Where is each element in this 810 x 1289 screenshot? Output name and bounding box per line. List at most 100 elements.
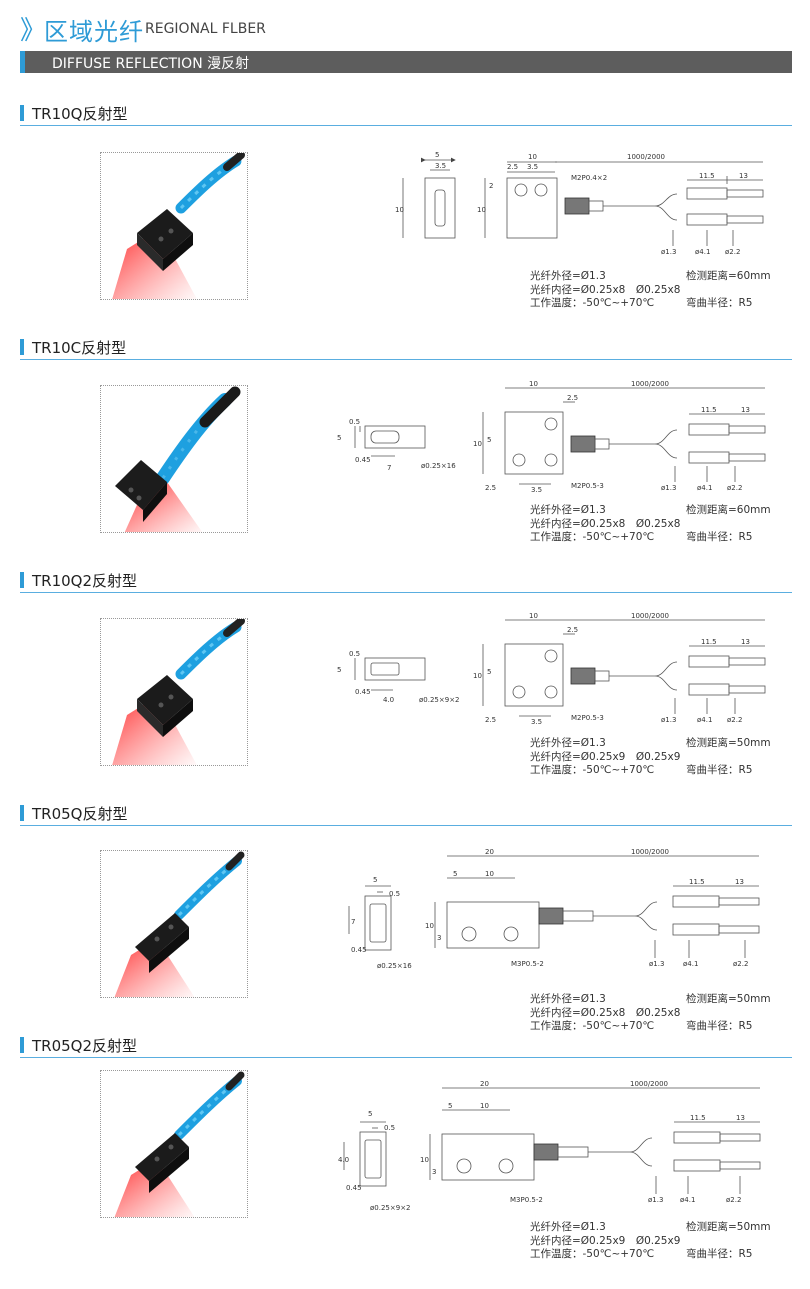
product-photo-tr10q2: [100, 618, 248, 766]
fiber-core-spec: ø0.25×16: [421, 462, 456, 470]
dimension-drawing-tr05q: 5 0.5 7 0.45 ø0.25×16 20 5 10 10 3 M3P0.…: [348, 848, 760, 970]
section-mark: [20, 339, 24, 355]
section-mark: [20, 105, 24, 121]
category-accent: [20, 51, 25, 73]
thread-spec: M2P0.5-3: [571, 482, 604, 490]
dim-body-m: 5: [487, 668, 491, 676]
spec-bend: 弯曲半径：R5: [686, 1020, 753, 1032]
dim-body-b: 10: [480, 1102, 489, 1110]
dim-front-len: 4.0: [383, 696, 394, 704]
dim-front-a: 0.45: [355, 456, 371, 464]
dim-body-h: 10: [473, 440, 482, 448]
fiber-core-spec: ø0.25×9×2: [370, 1204, 411, 1212]
spec-od: 光纤外径=Ø1.3: [530, 504, 606, 516]
dim-13: 13: [735, 878, 744, 886]
dimension-drawing-tr05q2: 5 0.5 4.0 0.45 ø0.25×9×2 20 5 10 10 3 M3…: [338, 1080, 761, 1212]
spec-id: 光纤内径=Ø0.25x8 Ø0.25x8: [530, 1006, 681, 1019]
dim-front-t: 0.5: [349, 418, 360, 426]
product-photo-tr05q: [100, 850, 248, 998]
dim-body-h: 10: [425, 922, 434, 930]
dim-front-h: 10: [395, 206, 404, 214]
dim-front-a: 7: [351, 918, 355, 926]
thread-spec: M2P0.5-3: [571, 714, 604, 722]
section-title-text: TR10Q反射型: [32, 105, 128, 123]
dim-13: 13: [739, 172, 748, 180]
dim-body-b: 3.5: [527, 163, 538, 171]
section-title-tr05q: TR05Q反射型: [20, 803, 792, 826]
dim-115: 11.5: [701, 638, 717, 646]
spec-bend: 弯曲半径：R5: [686, 1248, 753, 1260]
dia-13: ø1.3: [648, 1196, 663, 1204]
dim-front-t: 0.5: [349, 650, 360, 658]
spec-id: 光纤内径=Ø0.25x9 Ø0.25x9: [530, 1234, 681, 1247]
spec-bend: 弯曲半径：R5: [686, 297, 753, 309]
category-label: DIFFUSE REFLECTION 漫反射: [52, 56, 250, 72]
section-title-text: TR05Q2反射型: [32, 1037, 138, 1055]
section-mark: [20, 805, 24, 821]
dim-body-c: 3: [432, 1168, 436, 1176]
dim-front-b: 0.45: [351, 946, 367, 954]
dim-body-c: 3.5: [531, 718, 542, 726]
section-title-tr10c: TR10C反射型: [20, 337, 792, 360]
dim-body-b: 2.5: [485, 484, 496, 492]
spec-id: 光纤内径=Ø0.25x9 Ø0.25x9: [530, 750, 681, 763]
dim-body-c: 3.5: [531, 486, 542, 494]
section-title-text: TR05Q反射型: [32, 805, 128, 823]
fiber-length: 1000/2000: [630, 1080, 668, 1088]
product-photo-tr05q2: [100, 1070, 248, 1218]
spec-bend: 弯曲半径：R5: [686, 764, 753, 776]
thread-spec: M2P0.4×2: [571, 174, 607, 182]
dia-13: ø1.3: [661, 484, 676, 492]
spec-dist: 检测距离=60mm: [686, 504, 771, 516]
dim-13: 13: [736, 1114, 745, 1122]
section-title-tr10q2: TR10Q2反射型: [20, 570, 792, 593]
spec-dist: 检测距离=50mm: [686, 1221, 771, 1233]
spec-temp: 工作温度：-50℃~+70℃: [530, 297, 655, 309]
dim-body-w: 20: [480, 1080, 489, 1088]
dim-body-h: 10: [477, 206, 486, 214]
dim-body-m: 2: [489, 182, 493, 190]
dim-body-c: 3: [437, 934, 441, 942]
dim-body-w: 20: [485, 848, 494, 856]
dim-front-h: 5: [337, 434, 341, 442]
dim-front-len: 7: [387, 464, 391, 472]
dia-22: ø2.2: [726, 1196, 741, 1204]
fiber-core-spec: ø0.25×9×2: [419, 696, 460, 704]
dim-body-h: 10: [420, 1156, 429, 1164]
dim-13: 13: [741, 406, 750, 414]
section-title-tr05q2: TR05Q2反射型: [20, 1035, 792, 1058]
dia-41: ø4.1: [680, 1196, 695, 1204]
dim-body-a: 2.5: [567, 626, 578, 634]
dia-41: ø4.1: [697, 716, 712, 724]
fiber-length: 1000/2000: [631, 380, 669, 388]
dim-115: 11.5: [699, 172, 715, 180]
dia-22: ø2.2: [725, 248, 740, 256]
dim-body-a: 5: [448, 1102, 452, 1110]
section-title-text: TR10C反射型: [32, 339, 127, 357]
spec-od: 光纤外径=Ø1.3: [530, 737, 606, 749]
page-header: 》 区域光纤 REGIONAL FLBER: [20, 8, 800, 46]
dia-13: ø1.3: [661, 248, 676, 256]
fiber-core-spec: ø0.25×16: [377, 962, 412, 970]
dim-body-w: 10: [528, 153, 537, 161]
dia-41: ø4.1: [695, 248, 710, 256]
fiber-length: 1000/2000: [631, 848, 669, 856]
dim-body-w: 10: [529, 612, 538, 620]
section-title-text: TR10Q2反射型: [32, 572, 138, 590]
dim-front-t: 0.5: [384, 1124, 395, 1132]
dimension-drawing-tr10q: 5 3.5 10 10 2.5 3.5 10 2 M2P0.4×2 1000/2…: [395, 151, 764, 256]
thread-spec: M3P0.5-2: [510, 1196, 543, 1204]
dia-22: ø2.2: [727, 716, 742, 724]
dim-front-inner: 3.5: [435, 162, 446, 170]
dim-front-h: 5: [337, 666, 341, 674]
dim-body-b: 10: [485, 870, 494, 878]
spec-temp: 工作温度：-50℃~+70℃: [530, 1248, 655, 1260]
dim-body-a: 2.5: [507, 163, 518, 171]
spec-od: 光纤外径=Ø1.3: [530, 993, 606, 1005]
section-mark: [20, 1037, 24, 1053]
chevron-icon: 》: [20, 16, 47, 46]
dim-body-a: 5: [453, 870, 457, 878]
dimension-drawing-tr10q2: 5 0.5 0.45 4.0 ø0.25×9×2 10 2.5 10 5 2.5…: [337, 612, 766, 726]
